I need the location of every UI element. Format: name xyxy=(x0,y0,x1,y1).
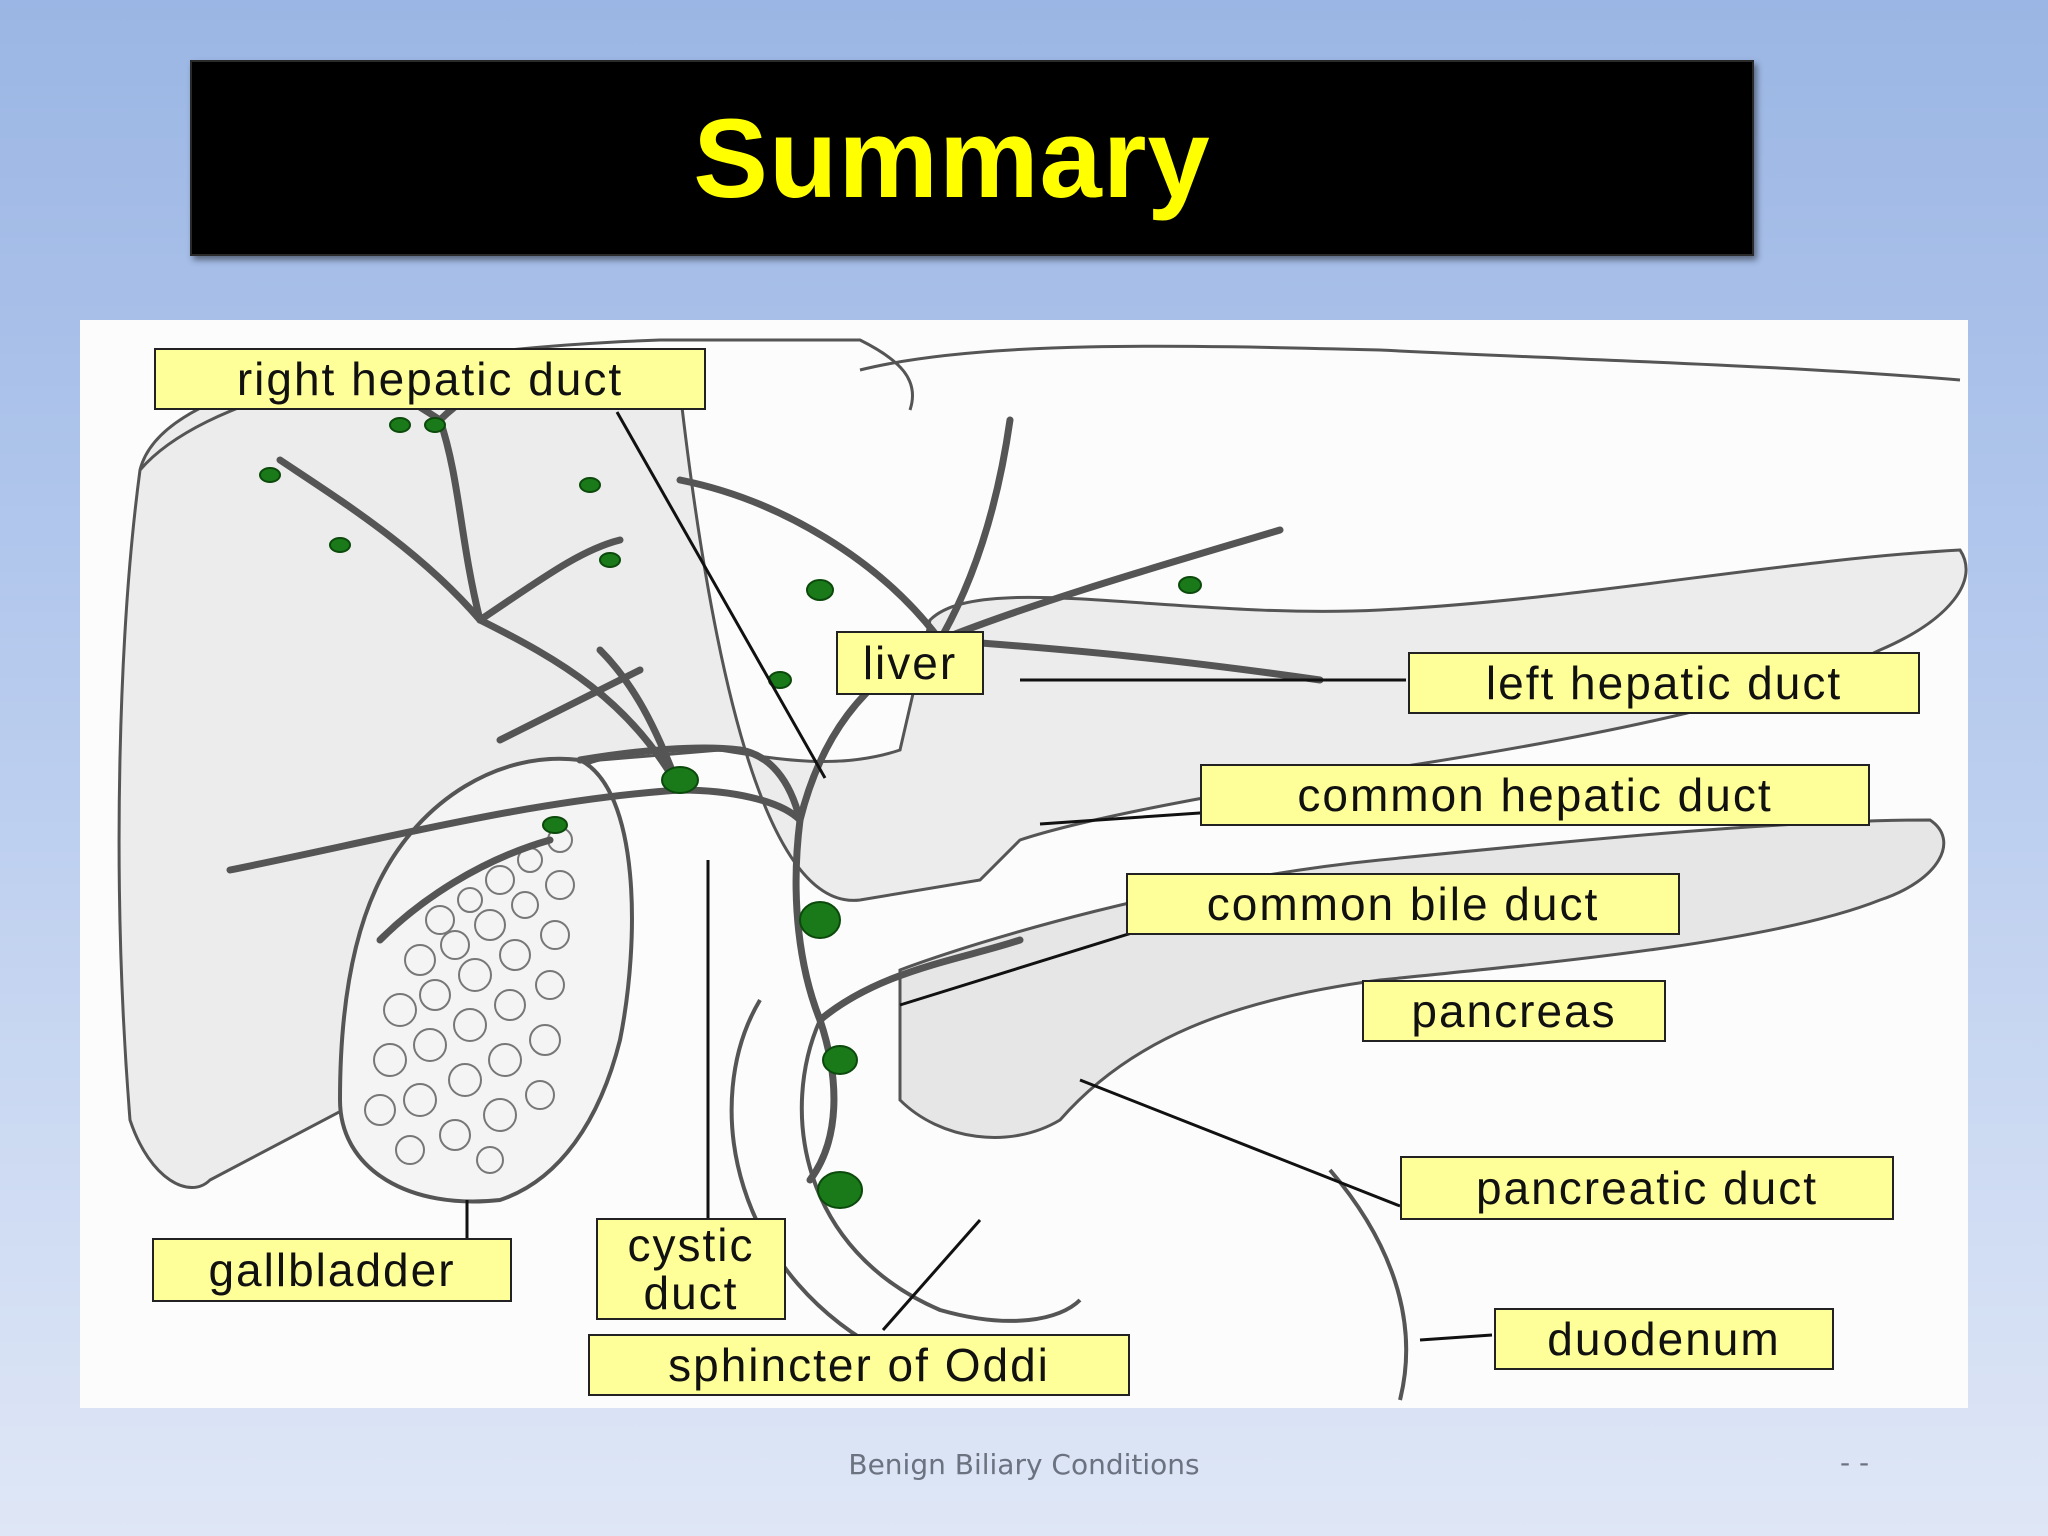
label-cystic-duct: cystic duct xyxy=(596,1218,786,1320)
biliary-anatomy-figure: right hepatic duct liver left hepatic du… xyxy=(80,320,1968,1408)
label-common-hepatic-duct: common hepatic duct xyxy=(1200,764,1870,826)
cystic-duct-path xyxy=(576,744,804,824)
gallbladder-shape xyxy=(337,756,634,1204)
slide-title: Summary xyxy=(693,95,1211,221)
liver-left-lobe-top xyxy=(859,344,1961,382)
gallstones xyxy=(364,827,575,1174)
label-liver: liver xyxy=(836,631,984,695)
label-duodenum: duodenum xyxy=(1494,1308,1834,1370)
label-left-hepatic-duct: left hepatic duct xyxy=(1408,652,1920,714)
label-cystic-duct-line2: duct xyxy=(643,1267,739,1319)
pancreas-shape xyxy=(898,818,1946,1139)
slide-page-number: - - xyxy=(1840,1446,1870,1479)
label-sphincter-of-oddi: sphincter of Oddi xyxy=(588,1334,1130,1396)
label-gallbladder: gallbladder xyxy=(152,1238,512,1302)
label-pancreatic-duct: pancreatic duct xyxy=(1400,1156,1894,1220)
bile-nodes xyxy=(259,417,1202,1209)
slide-footer: Benign Biliary Conditions xyxy=(848,1448,1200,1481)
label-right-hepatic-duct: right hepatic duct xyxy=(154,348,706,410)
label-common-bile-duct: common bile duct xyxy=(1126,873,1680,935)
label-cystic-duct-line1: cystic xyxy=(627,1218,755,1271)
duct-tree xyxy=(226,376,1324,1184)
title-bar: Summary xyxy=(190,60,1754,256)
label-pancreas: pancreas xyxy=(1362,980,1666,1042)
